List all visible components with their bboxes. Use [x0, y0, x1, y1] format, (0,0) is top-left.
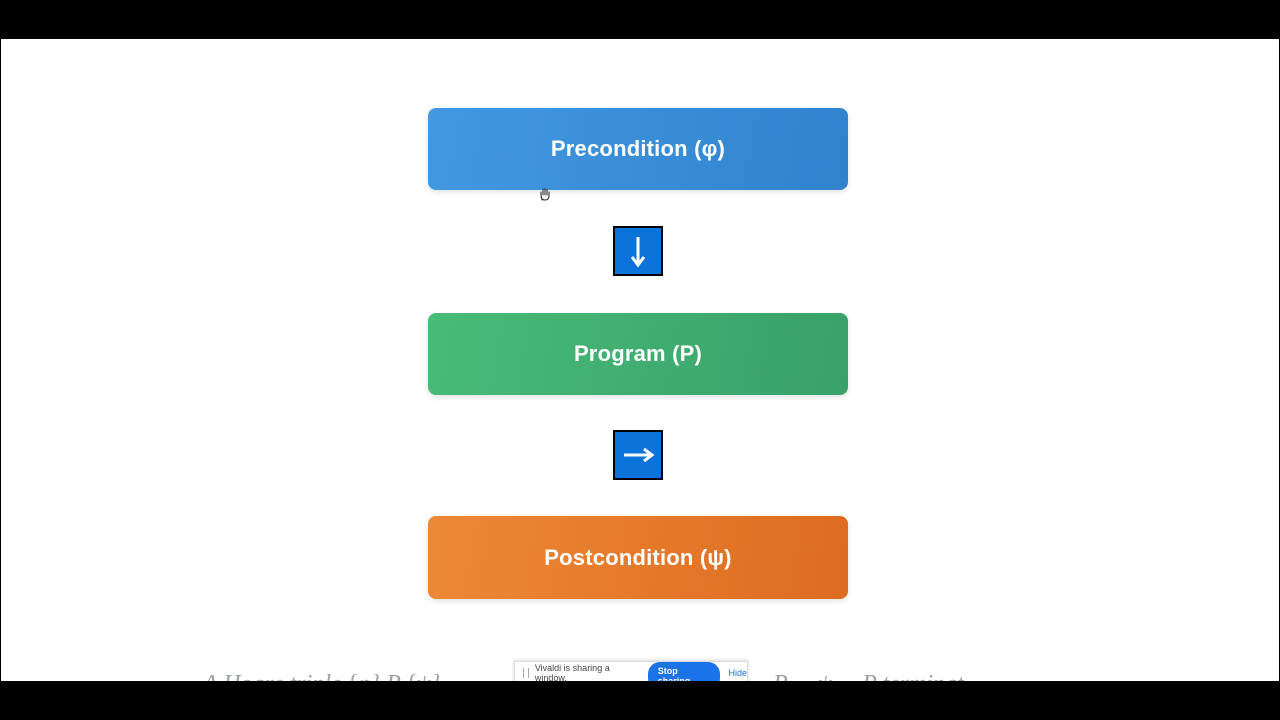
letterbox-top — [0, 0, 1280, 39]
caption-right: P ... ψ ... P terminat — [773, 671, 964, 681]
postcondition-box[interactable]: Postcondition (ψ) — [428, 516, 848, 599]
precondition-label: Precondition (φ) — [550, 136, 726, 161]
arrow-down-icon — [613, 226, 663, 276]
letterbox-bottom — [0, 681, 1280, 720]
precondition-box[interactable]: Precondition (φ) — [428, 108, 848, 190]
program-label: Program (P) — [573, 341, 703, 366]
arrow-right-icon — [613, 430, 663, 480]
share-message: Vivaldi is sharing a window. — [534, 663, 610, 681]
program-box[interactable]: Program (P) — [428, 313, 848, 395]
stop-sharing-button[interactable]: Stop sharing — [647, 662, 721, 681]
hide-button[interactable]: Hide — [728, 668, 747, 678]
page-canvas: Precondition (φ) Program (P) Postconditi… — [1, 39, 1279, 681]
drag-handle-icon[interactable] — [523, 668, 529, 678]
hand-cursor-icon — [540, 187, 550, 201]
screen-share-bar: Vivaldi is sharing a window. Stop sharin… — [514, 661, 748, 681]
postcondition-label: Postcondition (ψ) — [544, 544, 732, 570]
caption-left: A Hoare triple {φ} P {ψ} — [203, 671, 440, 681]
